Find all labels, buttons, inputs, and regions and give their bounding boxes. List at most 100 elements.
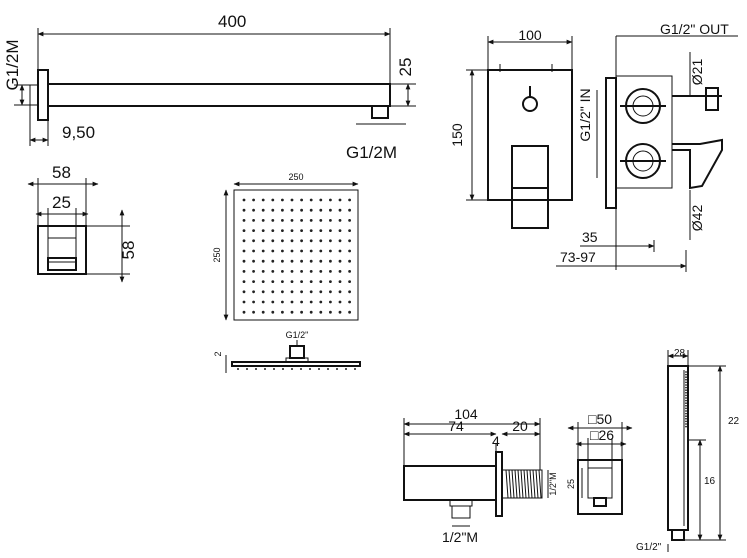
nozzle-dot: [338, 229, 342, 233]
nozzle-dot: [348, 300, 351, 304]
nozzle-dot: [271, 290, 275, 294]
hand-shower-nozzle-dot: [685, 394, 687, 397]
nozzle-dot: [300, 300, 303, 304]
mixer-diverter-knob: [522, 96, 538, 112]
outlet-front-body: [587, 467, 613, 499]
hand-shower-nozzle-dot: [685, 423, 687, 425]
side-nozzle-dot: [318, 368, 320, 370]
hand-shower-nozzle-dot: [685, 373, 687, 376]
nozzle-dot: [242, 229, 246, 233]
hand-shower-nozzle-dot: [685, 389, 687, 392]
hand-shower-length-label: 22: [728, 416, 740, 427]
wall-outlet-front-view: □50 □26 25: [566, 411, 633, 515]
side-nozzle-dot: [291, 368, 293, 370]
outlet-bottom-nipple: [451, 505, 471, 519]
shower-head-top-view: 250 250 G1/2" 2: [212, 172, 361, 373]
nozzle-dot: [348, 239, 351, 243]
shower-head-side-profile: [231, 361, 361, 367]
nozzle-dot: [281, 239, 284, 243]
nozzle-dot: [300, 208, 303, 212]
hand-shower-nozzle-dot: [685, 376, 687, 379]
nozzle-dot: [261, 310, 265, 314]
nozzle-dot: [281, 280, 284, 283]
thread-line: [511, 469, 515, 499]
nozzle-dot: [271, 198, 275, 202]
hand-shower-nozzle-dot: [685, 412, 687, 415]
nozzle-dot: [338, 310, 342, 314]
nozzle-dot: [338, 270, 342, 273]
nozzle-dot: [252, 310, 256, 314]
nozzle-dot: [271, 310, 275, 314]
mixer-front-view: 100 150: [449, 27, 573, 229]
nozzle-dot: [309, 239, 313, 243]
nozzle-dot: [261, 249, 265, 253]
nozzle-dot: [348, 219, 351, 222]
nozzle-dot: [271, 229, 275, 233]
thread-line: [517, 469, 521, 499]
nozzle-dot: [242, 239, 246, 243]
side-nozzle-dot: [327, 368, 329, 370]
arm-offset-label: 9,50: [62, 123, 95, 142]
arm-flange-front-view: 58 25 58: [27, 163, 138, 283]
nozzle-dot: [329, 208, 332, 212]
nozzle-dot: [261, 229, 265, 233]
side-nozzle-dot: [246, 368, 248, 370]
mixer-diameter-top-label: Ø21: [689, 59, 705, 86]
outlet-front-plate: [577, 459, 623, 515]
hand-shower-body: [667, 365, 689, 531]
outlet-body-label: 74: [448, 418, 464, 434]
nozzle-dot: [281, 259, 284, 263]
shower-head-width-label: 250: [288, 172, 303, 182]
nozzle-dot: [348, 290, 351, 294]
nozzle-dot: [290, 229, 294, 233]
nozzle-dot: [338, 290, 342, 294]
nozzle-dot: [271, 280, 275, 283]
nozzle-dot: [329, 219, 332, 222]
nozzle-dot: [290, 270, 294, 273]
arm-thread-stub: [29, 84, 39, 106]
thread-line: [508, 469, 512, 499]
outlet-front-height-label: 25: [566, 479, 576, 489]
flange-height-label: 58: [119, 241, 138, 260]
hand-shower-nozzle-dot: [685, 420, 687, 423]
nozzle-dot: [329, 229, 332, 233]
nozzle-dot: [319, 290, 323, 294]
flange-tube-label: 25: [52, 193, 71, 212]
nozzle-dot: [242, 259, 246, 263]
nozzle-dot: [242, 219, 246, 222]
nozzle-dot: [329, 300, 332, 304]
outlet-thread-tail: [501, 469, 543, 499]
hand-shower-nozzle-dot: [685, 402, 687, 405]
nozzle-dot: [319, 310, 323, 314]
hand-shower-nozzle-dot: [685, 371, 687, 373]
nozzle-dot: [329, 310, 332, 314]
outlet-thread-side-label: 1/2"M: [548, 472, 558, 495]
nozzle-dot: [338, 259, 342, 263]
nozzle-dot: [338, 249, 342, 253]
side-nozzle-dot: [336, 368, 338, 370]
mixer-diameter-bottom-label: Ø42: [689, 205, 705, 232]
hand-shower-grip-label: 16: [704, 476, 716, 487]
shower-head-height-label: 250: [212, 247, 222, 262]
nozzle-dot: [252, 208, 256, 212]
nozzle-dot: [290, 259, 294, 263]
shower-arm-side-view: 400 25 G1/2M 9,50 G1/2M: [3, 12, 416, 162]
nozzle-dot: [309, 290, 313, 294]
hand-shower-nozzle-dot: [685, 410, 687, 412]
hand-shower-nozzles: [685, 371, 687, 428]
nozzle-dot: [338, 300, 342, 304]
nozzle-dot: [319, 219, 323, 222]
nozzle-dot: [329, 259, 332, 263]
nozzle-dot: [271, 219, 275, 222]
outlet-body: [403, 465, 497, 501]
nozzle-dot: [242, 300, 246, 304]
nozzle-dot: [242, 270, 246, 273]
wall-outlet-side-view: 104 74 20 4 1/2"M 1/2"M: [403, 406, 558, 545]
hand-shower-connector: [671, 529, 685, 541]
shower-head-nozzles: [242, 198, 351, 314]
hand-shower-nozzle-dot: [685, 384, 687, 386]
nozzle-dot: [261, 280, 265, 283]
mixer-side-lever: [672, 138, 723, 190]
hand-shower-nozzle-dot: [685, 404, 687, 407]
side-nozzle-dot: [237, 368, 239, 370]
